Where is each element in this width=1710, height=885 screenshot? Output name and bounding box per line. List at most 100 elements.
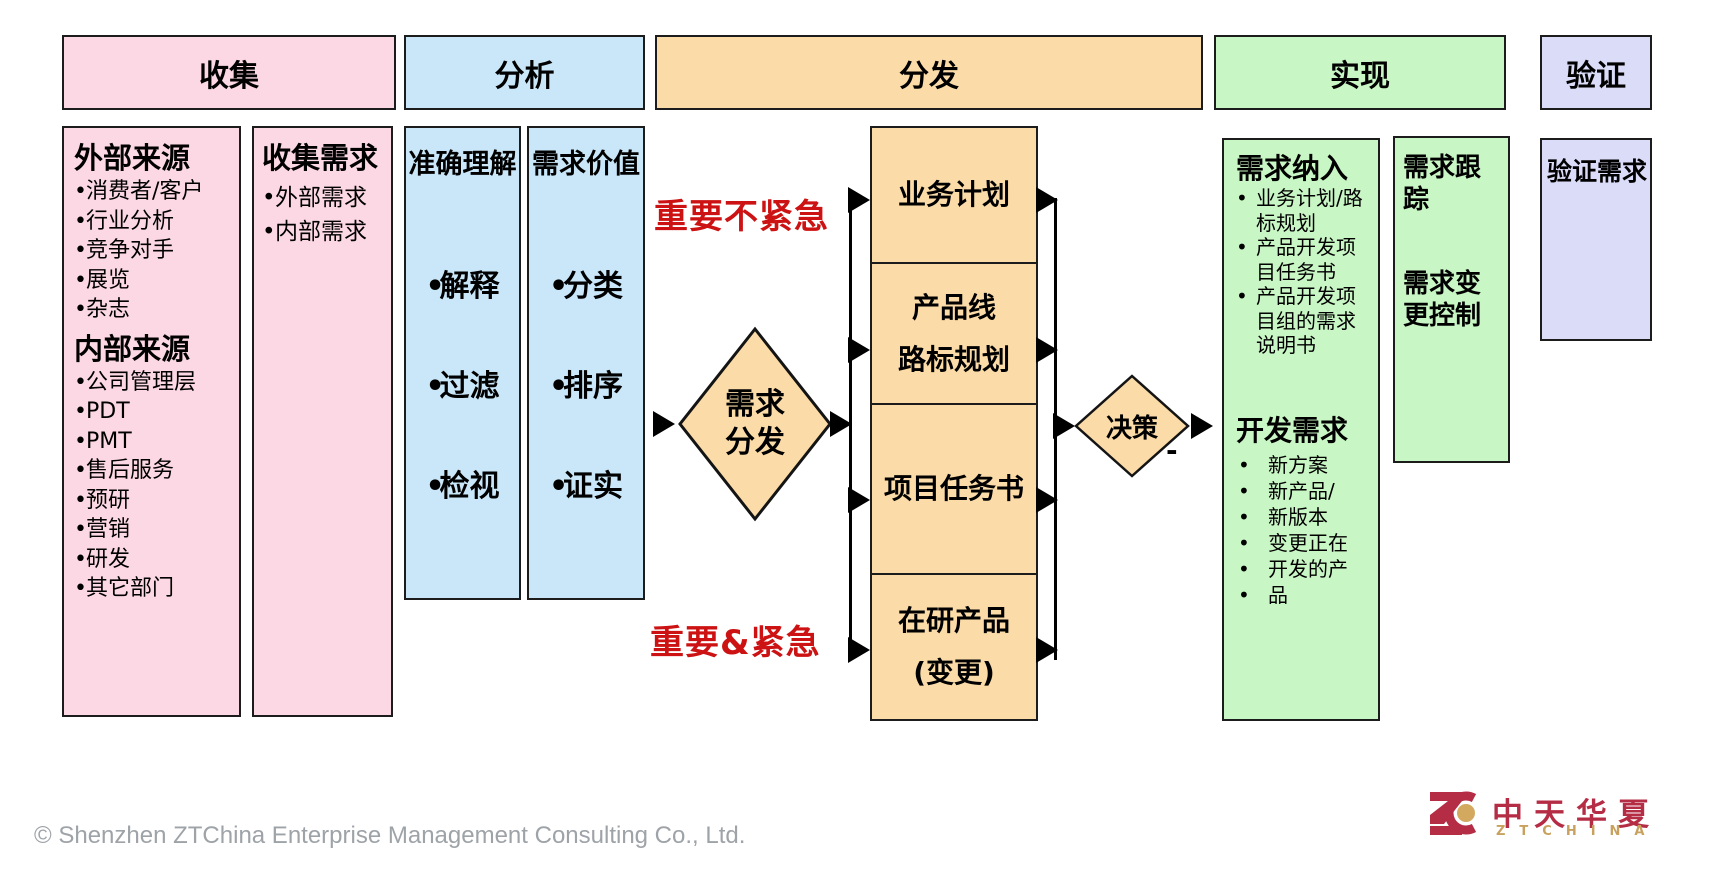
arrow-into-dispatch [653, 411, 675, 437]
list-item-text: 展览 [86, 267, 131, 293]
phase-header-distribute: 分发 [655, 35, 1203, 110]
develop-requirement-item: • 变更正在 [1236, 530, 1372, 556]
target-roadmap-line2: 路标规划 [897, 342, 1010, 376]
diamond-polygon [678, 326, 832, 522]
target-product-line-roadmap: 产品线 路标规划 [870, 262, 1038, 405]
panel-requirement-tracking: 需求跟踪 需求变更控制 [1393, 136, 1510, 463]
bullet-glyph: • [1238, 556, 1250, 581]
internal-source-item: •售后服务 [74, 456, 235, 486]
value-step: •分类 [529, 268, 643, 306]
logo-gold-dot [1457, 804, 1475, 822]
bullet-glyph: • [549, 269, 569, 304]
list-item-text: 检视 [439, 469, 500, 504]
target-products-in-dev-line2: (变更) [913, 656, 995, 689]
bullet-glyph: • [1238, 452, 1250, 477]
copyright-text: © Shenzhen ZTChina Enterprise Management… [34, 822, 746, 849]
decision-diamond-label: 决策 [1105, 413, 1158, 444]
bullet-glyph: • [74, 576, 87, 601]
list-item-text: 新产品/ [1268, 478, 1335, 503]
internal-source-item: •营销 [74, 515, 235, 545]
panel-accurate-understanding: 准确理解 •解释•过滤•检视 [404, 126, 521, 600]
arrow-into-project-charter [848, 487, 870, 513]
collected-requirement-item: •外部需求 [262, 181, 387, 215]
external-sources-list: •消费者/客户•行业分析•竞争对手•展览•杂志 [74, 177, 235, 325]
develop-requirement-item: •品 [1236, 582, 1372, 608]
target-project-charter-label: 项目任务书 [883, 472, 1024, 505]
list-item-text: 外部需求 [275, 185, 367, 211]
arrow-into-products-in-dev [848, 637, 870, 663]
list-item-text: 研发 [86, 546, 131, 572]
panel-verify-requirements: 验证需求 [1540, 138, 1652, 341]
bullet-glyph: • [74, 546, 87, 572]
list-item-text: 排序 [563, 369, 623, 404]
bullet-glyph: • [74, 517, 87, 542]
internal-source-item: •PMT [74, 427, 235, 457]
external-source-item: •竞争对手 [74, 236, 235, 266]
intake-document-item: •产品开发项目任务书 [1236, 235, 1372, 284]
list-item-text: 其它部门 [86, 576, 175, 601]
bullet-glyph: • [1238, 530, 1250, 555]
list-item-text: 变更正在 [1268, 530, 1348, 555]
bullet-glyph: • [425, 369, 445, 404]
intake-document-item: •业务计划/路标规划 [1236, 186, 1372, 235]
section-title-collect-requirements: 收集需求 [262, 141, 379, 175]
internal-source-item: •预研 [74, 486, 235, 516]
list-item-text: 过滤 [439, 369, 500, 404]
bullet-glyph: • [1238, 582, 1250, 607]
list-item-text: 证实 [563, 469, 623, 504]
intake-document-item: •产品开发项目组的需求说明书 [1236, 284, 1372, 358]
dispatch-diamond-shape [678, 326, 832, 522]
label-important-not-urgent: 重要不紧急 [654, 197, 829, 237]
internal-source-item: •研发 [74, 545, 235, 575]
list-item-text: PMT [86, 428, 132, 454]
external-source-item: •行业分析 [74, 207, 235, 237]
bullet-glyph: • [425, 469, 445, 504]
list-item-text: 消费者/客户 [86, 179, 204, 204]
bullet-glyph: • [74, 487, 87, 513]
understanding-step: •解释 [406, 268, 519, 306]
develop-requirements-list: •新方案•新产品/•新版本•变更正在•开发的产•品 [1236, 452, 1372, 608]
arrow-into-business-plan [848, 187, 870, 213]
section-title-accurate-understanding: 准确理解 [408, 149, 517, 180]
phase-header-implement: 实现 [1214, 35, 1506, 110]
target-products-in-development: 在研产品 (变更) [870, 573, 1038, 721]
develop-requirement-item: •新版本 [1236, 504, 1372, 530]
value-steps-list: •分类•排序•证实 [529, 268, 643, 506]
arrow-out-business-plan [1036, 187, 1058, 213]
target-project-charter: 项目任务书 [870, 403, 1038, 575]
logo-c-shape [1444, 791, 1477, 835]
arrow-out-roadmap [1036, 337, 1058, 363]
section-title-external-sources: 外部来源 [74, 141, 191, 175]
arrow-out-of-decision [1191, 413, 1213, 439]
diamond-polygon [1074, 374, 1190, 478]
list-item-text: 品 [1268, 582, 1288, 607]
list-item-text: 解释 [439, 269, 500, 304]
arrow-into-decision [1053, 413, 1075, 439]
list-item-text: 内部需求 [275, 219, 367, 245]
list-item-text: 售后服务 [86, 458, 175, 483]
logo-company-name-en: ZTCHINA [1496, 824, 1659, 839]
bullet-glyph: • [425, 269, 445, 304]
develop-requirement-item: • 开发的产 [1236, 556, 1372, 582]
panel-requirement-value: 需求价值 •分类•排序•证实 [527, 126, 645, 600]
bullet-glyph: • [74, 297, 87, 322]
list-item-text: 产品开发项目任务书 [1256, 235, 1356, 284]
dispatch-diamond-label: 需求 分发 [677, 326, 833, 522]
understanding-step: •检视 [406, 468, 519, 506]
target-business-plan: 业务计划 [870, 126, 1038, 264]
target-business-plan-label: 业务计划 [897, 178, 1010, 211]
section-title-verify-requirements: 验证需求 [1547, 157, 1648, 186]
list-item-text: 开发的产 [1268, 556, 1348, 581]
bullet-glyph: • [262, 185, 276, 211]
external-source-item: •消费者/客户 [74, 177, 235, 207]
dispatch-diamond-line2: 分发 [725, 425, 785, 460]
intake-documents-list: •业务计划/路标规划•产品开发项目任务书•产品开发项目组的需求说明书 [1236, 186, 1372, 358]
section-title-requirement-tracking: 需求跟踪 [1403, 153, 1482, 215]
list-item-text: 业务计划/路标规划 [1256, 186, 1363, 235]
internal-sources-list: •公司管理层•PDT•PMT•售后服务•预研•营销•研发•其它部门 [74, 368, 235, 604]
section-title-develop-requirements: 开发需求 [1236, 413, 1349, 447]
section-title-requirement-value: 需求价值 [532, 149, 640, 180]
external-source-item: •展览 [74, 266, 235, 296]
list-item-text: 分类 [563, 269, 623, 304]
